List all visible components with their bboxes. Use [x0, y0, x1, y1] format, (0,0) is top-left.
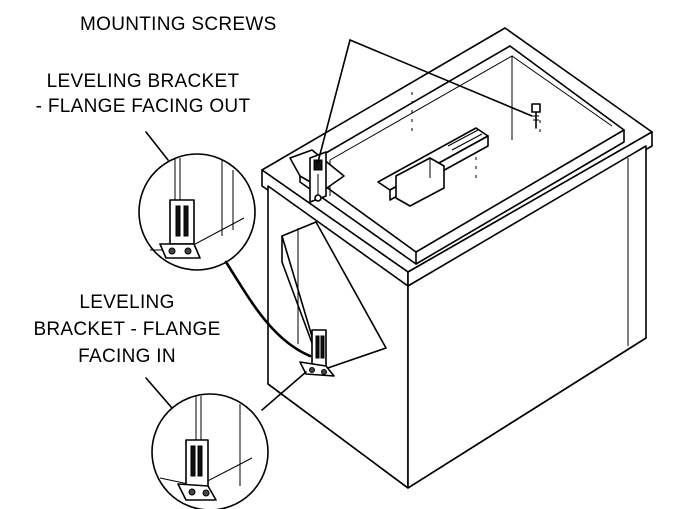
- bracket-in-label-line1: LEVELING: [79, 292, 175, 313]
- detail-circle-out: [138, 153, 256, 271]
- leader-bracket-out: [145, 131, 169, 161]
- bracket-in-label-line3: FACING IN: [78, 346, 176, 367]
- top-bracket: [289, 149, 345, 203]
- connector-bracket-in: [261, 371, 307, 411]
- inner-bracket: [299, 329, 335, 377]
- detail-circle-in: [151, 393, 269, 509]
- connector-bracket-out: [224, 260, 312, 358]
- bracket-out-label-line2: - FLANGE FACING OUT: [35, 96, 251, 117]
- mounting-screws-label: MOUNTING SCREWS: [80, 14, 277, 35]
- screw-right: [531, 103, 541, 129]
- leader-lines: [145, 39, 533, 411]
- bracket-in-label-line2: BRACKET - FLANGE: [33, 319, 221, 340]
- leader-bracket-in: [145, 377, 173, 409]
- bracket-out-label-line1: LEVELING BRACKET: [46, 71, 240, 92]
- leader-screws-right: [349, 39, 533, 117]
- cabinet-body: [261, 27, 653, 489]
- leader-screws-left: [317, 39, 351, 163]
